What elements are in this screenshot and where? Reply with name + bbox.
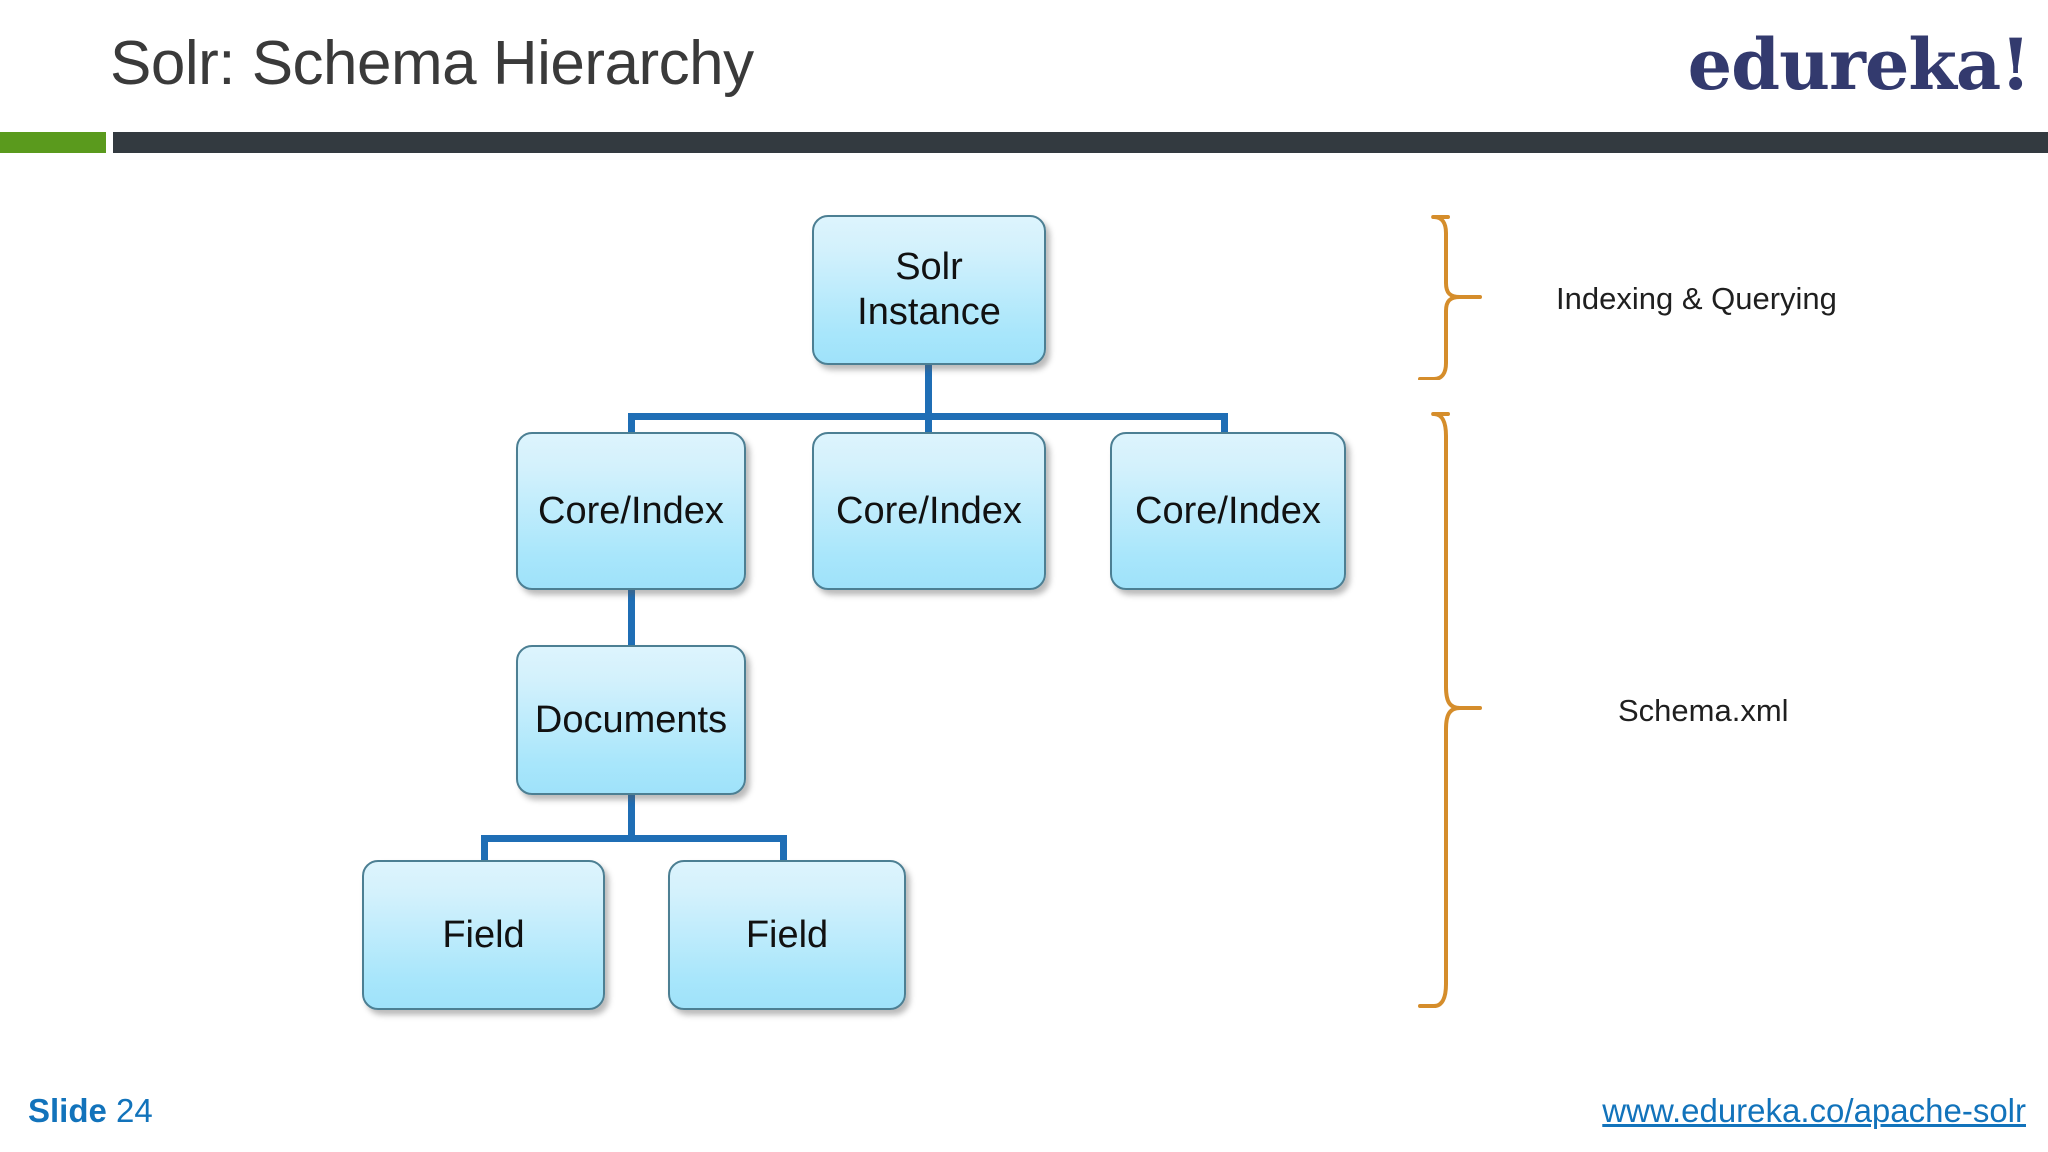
connector-field1-drop <box>481 835 488 863</box>
connector-field-bus <box>481 835 787 842</box>
node-documents-label: Documents <box>534 698 728 741</box>
node-core-index-1-label: Core/Index <box>538 489 724 532</box>
brace-schema-xml <box>1418 412 1482 1008</box>
node-field-2-label: Field <box>745 913 829 956</box>
connector-field2-drop <box>780 835 787 863</box>
connector-core3-drop <box>1221 413 1228 435</box>
label-schema-xml: Schema.xml <box>1618 693 1789 728</box>
connector-core1-documents <box>628 590 635 648</box>
node-core-index-2-label: Core/Index <box>836 489 1022 532</box>
node-field-2[interactable]: Field <box>668 860 906 1010</box>
slide-number-word: Slide <box>28 1092 107 1129</box>
header-accent-bar <box>113 132 2048 153</box>
node-documents[interactable]: Documents <box>516 645 746 795</box>
label-indexing-querying: Indexing & Querying <box>1556 281 1837 316</box>
connector-documents-trunk <box>628 795 635 841</box>
node-core-index-3-label: Core/Index <box>1135 489 1321 532</box>
connector-solr-trunk <box>925 365 932 433</box>
footer-link[interactable]: www.edureka.co/apache-solr <box>1602 1092 2026 1129</box>
connector-core1-drop <box>628 413 635 435</box>
node-core-index-1[interactable]: Core/Index <box>516 432 746 590</box>
edureka-logo: edureka! <box>1687 23 2031 106</box>
node-core-index-2[interactable]: Core/Index <box>812 432 1046 590</box>
slide-number: Slide 24 <box>28 1092 153 1130</box>
header-accent-green <box>0 132 106 153</box>
node-field-1-label: Field <box>442 913 525 956</box>
node-core-index-3[interactable]: Core/Index <box>1110 432 1346 590</box>
page-title: Solr: Schema Hierarchy <box>110 29 754 98</box>
connector-core-bus <box>628 413 1228 420</box>
slide-number-value: 24 <box>116 1092 153 1129</box>
node-field-1[interactable]: Field <box>362 860 605 1010</box>
brace-indexing-querying <box>1418 215 1482 380</box>
